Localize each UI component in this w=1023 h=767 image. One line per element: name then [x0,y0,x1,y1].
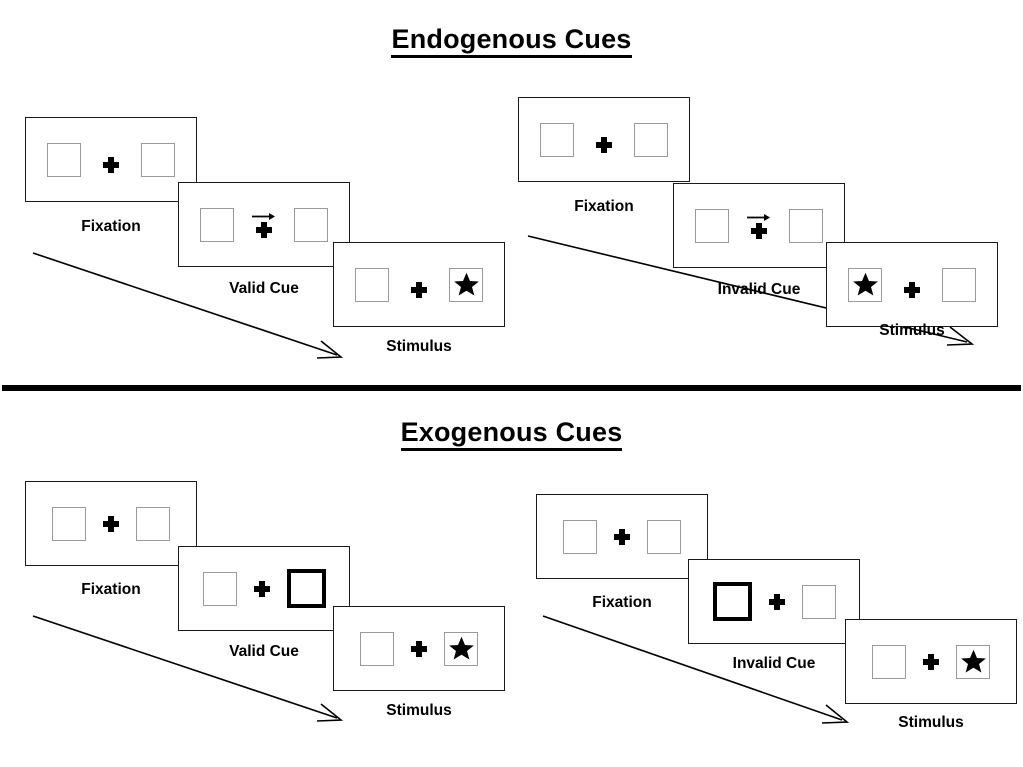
right-placeholder-square [294,207,328,242]
fixation-center [591,126,617,153]
panel-label-endogenous-invalid-stimulus: Stimulus [879,322,945,339]
section-divider [2,385,1021,391]
cue-center [251,211,277,238]
panel-content [827,267,997,302]
panel-label-endogenous-valid-fixation: Fixation [81,218,141,235]
right-placeholder-square [801,584,836,619]
right-placeholder-square [141,142,175,177]
plus-icon [253,580,270,597]
panel-label-endogenous-valid-cue: Valid Cue [229,280,299,297]
cue-center [746,212,772,239]
right-placeholder-square [789,208,823,243]
panel-label-exogenous-valid-stimulus: Stimulus [386,702,452,719]
panel-endogenous-valid-cue [178,182,350,267]
plus-icon [751,223,767,239]
right-placeholder-square [647,519,681,554]
plus-icon [923,653,939,670]
panel-content [334,631,504,666]
panel-content [334,267,504,302]
panel-label-endogenous-valid-stimulus: Stimulus [386,338,452,355]
right-placeholder-square [942,267,976,302]
panel-content [26,142,196,177]
panel-content [846,644,1016,679]
left-placeholder-square [355,267,389,302]
arrow-right-icon [747,214,770,221]
left-placeholder-square [872,644,906,679]
panel-exogenous-invalid-stimulus [845,619,1017,704]
left-placeholder-square [540,122,574,157]
fixation-center [406,271,432,298]
panel-label-exogenous-valid-fixation: Fixation [81,581,141,598]
panel-endogenous-invalid-fixation [518,97,690,182]
panel-label-exogenous-invalid-cue: Invalid Cue [732,655,816,672]
star-icon [448,636,474,660]
plus-icon [411,282,427,298]
panel-content [179,569,349,608]
left-placeholder-square [47,142,81,177]
star-icon [852,272,878,296]
panel-exogenous-valid-stimulus [333,606,505,691]
panel-exogenous-valid-fixation [25,481,197,566]
star-icon [960,649,986,673]
fixation-center [98,146,124,173]
plus-icon [596,137,612,153]
right-target-square [956,644,990,679]
panel-exogenous-invalid-cue [688,559,860,644]
section-title-exogenous-text: Exogenous Cues [400,417,623,451]
panel-content [689,582,859,621]
panel-endogenous-valid-fixation [25,117,197,202]
plus-icon [411,640,427,657]
panel-endogenous-valid-stimulus [333,242,505,327]
panel-content [537,519,707,554]
plus-icon [904,282,920,298]
left-placeholder-square [360,631,394,666]
left-placeholder-square [695,208,729,243]
panel-endogenous-invalid-cue [673,183,845,268]
left-placeholder-square [52,506,86,541]
panel-label-exogenous-invalid-stimulus: Stimulus [898,714,964,731]
plus-icon [103,157,119,173]
right-placeholder-square [634,122,668,157]
left-placeholder-square [202,571,237,606]
fixation-center [899,271,925,298]
right-target-square [449,267,483,302]
section-title-endogenous-text: Endogenous Cues [391,24,632,58]
panel-content [674,208,844,243]
right-target-square [444,631,478,666]
panel-endogenous-invalid-stimulus [826,242,998,327]
left-placeholder-square [200,207,234,242]
panel-content [179,207,349,242]
panel-content [519,122,689,157]
time-arrow-exogenous-invalid [542,615,850,724]
panel-content [26,506,196,541]
plus-icon [614,528,630,545]
panel-label-exogenous-valid-cue: Valid Cue [229,643,299,660]
section-title-exogenous: Exogenous Cues [0,417,1023,451]
left-target-square [848,267,882,302]
panel-label-endogenous-invalid-fixation: Fixation [574,198,634,215]
left-placeholder-square [563,519,597,554]
right-placeholder-square [136,506,170,541]
panel-exogenous-invalid-fixation [536,494,708,579]
plus-icon [103,515,119,532]
time-arrow-endogenous-valid [32,252,344,359]
panel-label-exogenous-invalid-fixation: Fixation [592,594,652,611]
time-arrow-exogenous-valid [32,615,344,722]
panel-label-endogenous-invalid-cue: Invalid Cue [717,281,801,298]
arrow-right-icon [252,213,275,220]
plus-icon [768,593,785,610]
panel-exogenous-valid-cue [178,546,350,631]
plus-icon [256,222,272,238]
section-title-endogenous: Endogenous Cues [0,24,1023,58]
star-icon [453,272,479,296]
right-cued-square [286,569,326,608]
left-cued-square [712,582,752,621]
